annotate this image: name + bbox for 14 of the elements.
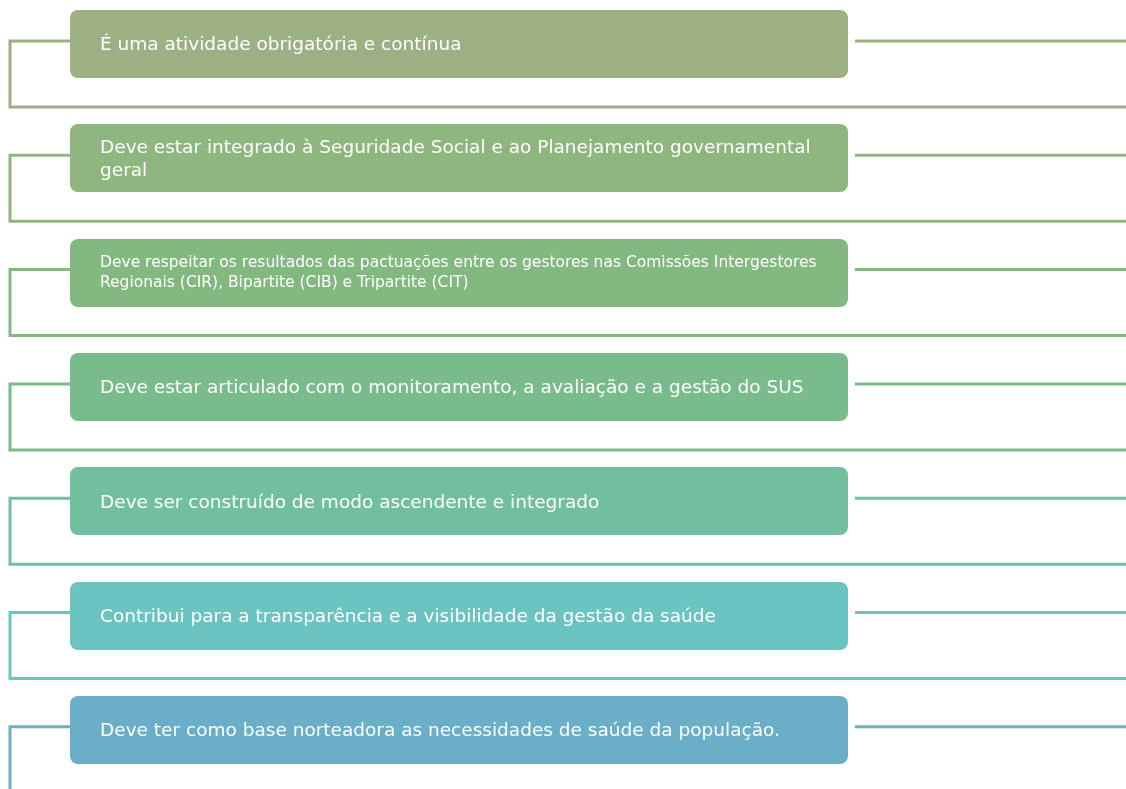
text-box	[70, 581, 848, 650]
box-text: Deve ser construído de modo ascendente e integrado	[100, 489, 600, 513]
box-text: Deve estar articulado com o monitoramento, a avaliação e a gestão do SUS	[100, 375, 804, 399]
box-text: Contribui para a transparência e a visibilidade da gestão da saúde	[100, 603, 716, 628]
text-box	[70, 238, 848, 307]
box-text: É uma atividade obrigatória e contínua	[100, 32, 462, 56]
box-text: Deve respeitar os resultados das pactuações entre os gestores nas Comissões Intergestores Regionais (CIR), Bipartite (CIB) e Tripartite (CIT)	[100, 253, 818, 292]
text-box	[70, 352, 848, 421]
text-box	[70, 124, 848, 193]
box-text: Deve ter como base norteadora as necessidades de saúde da população.	[100, 718, 780, 742]
text-box	[70, 467, 848, 536]
box-text: Deve estar integrado à Seguridade Social e ao Planejamento governamental geral	[100, 135, 812, 182]
text-box	[70, 695, 848, 764]
text-box	[70, 10, 848, 78]
